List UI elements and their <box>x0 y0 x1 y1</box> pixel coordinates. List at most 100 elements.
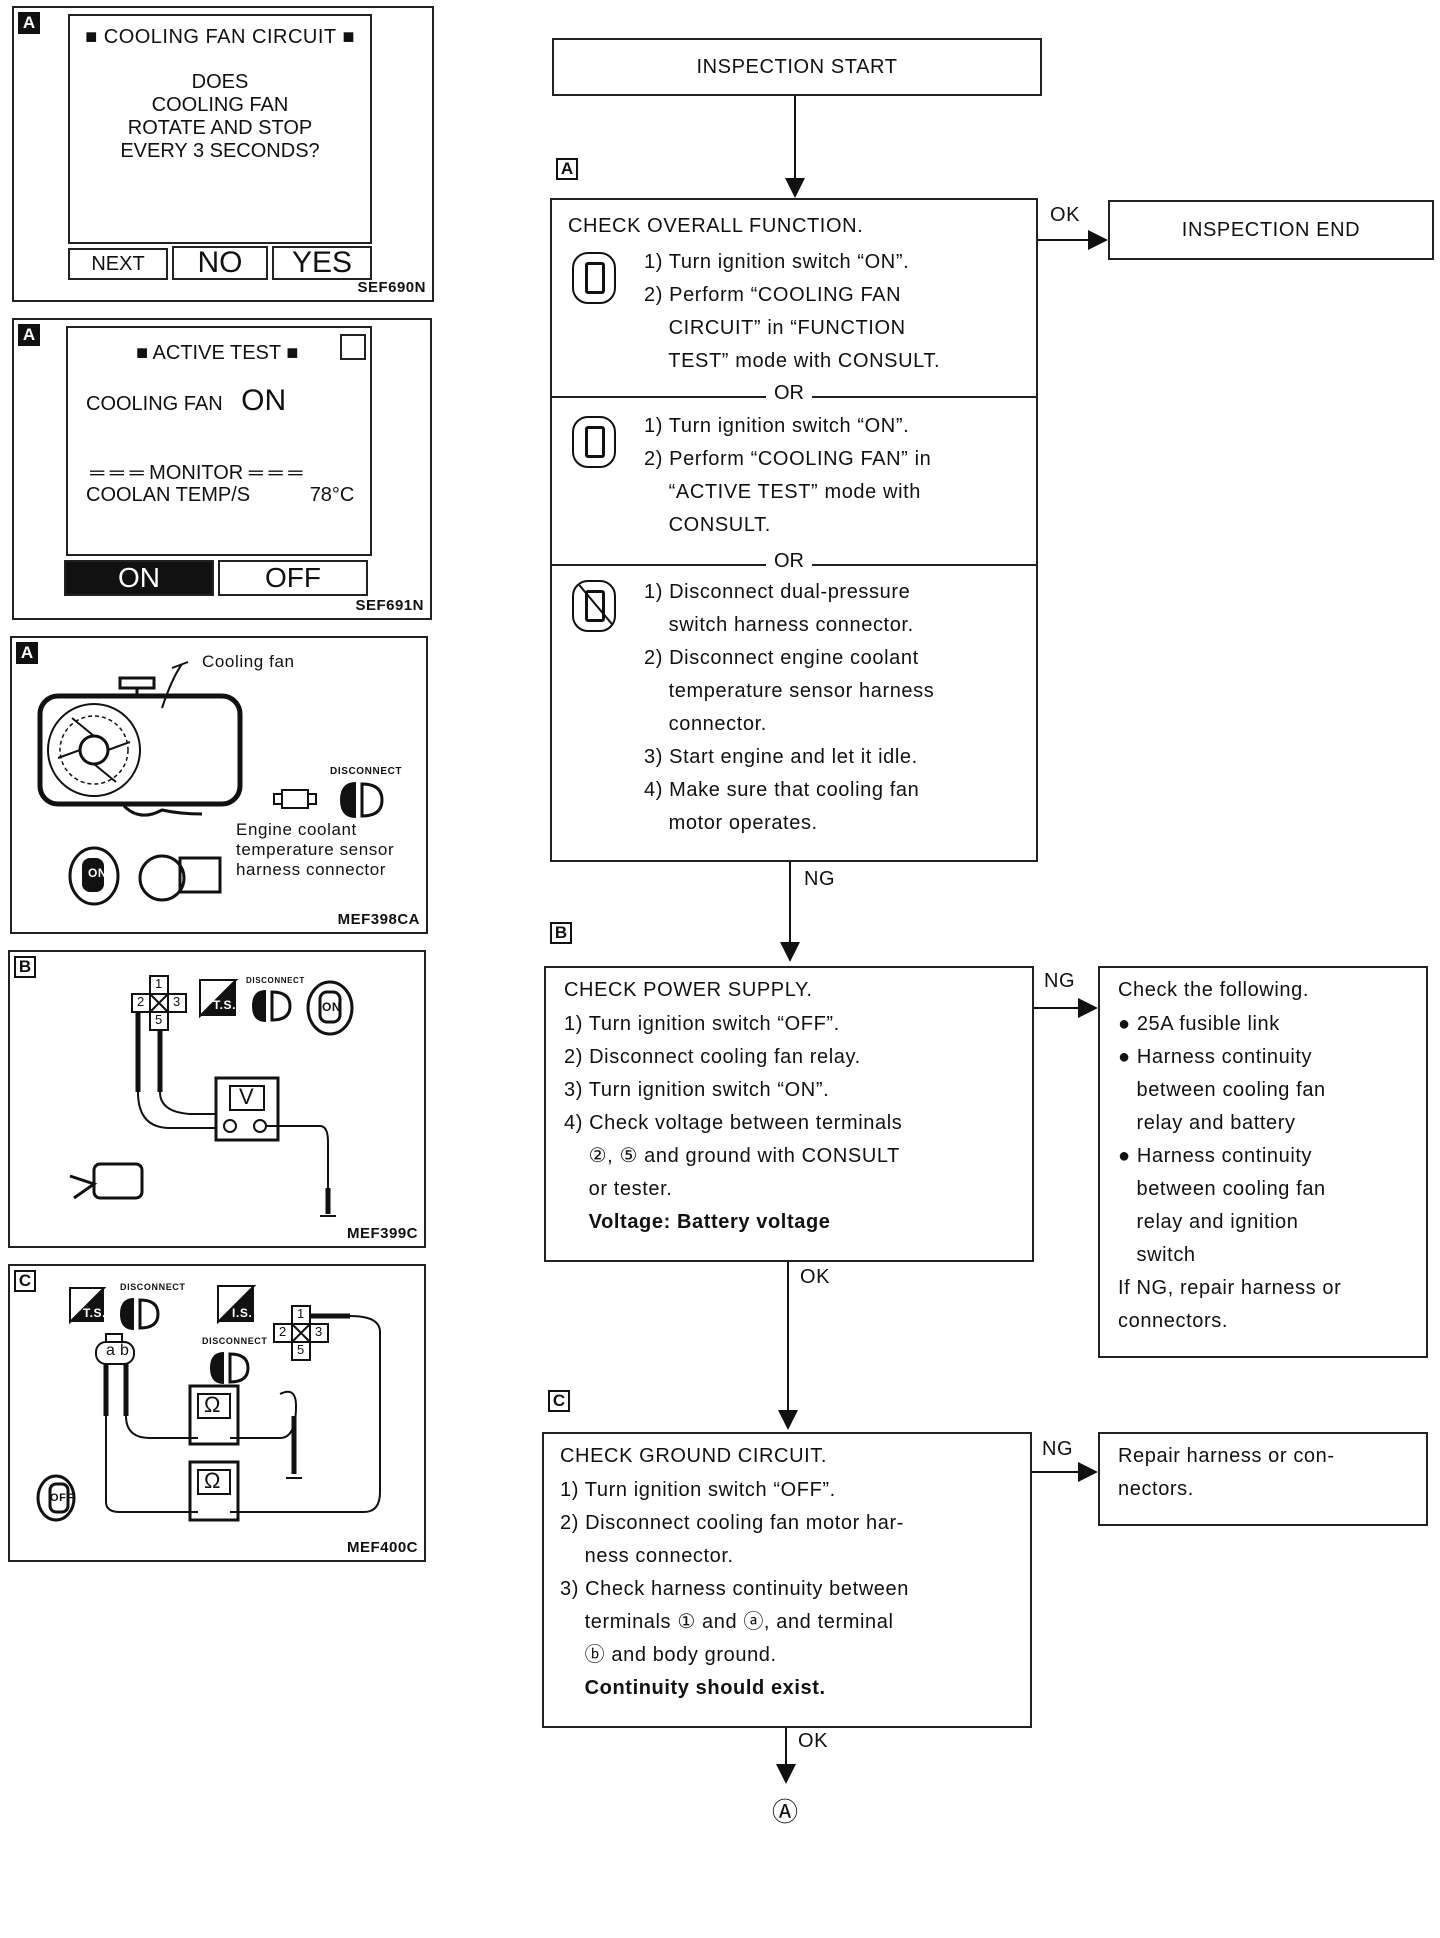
disconnect-label: DISCONNECT <box>120 1282 186 1292</box>
method-2: 1) Turn ignition switch “ON”. 2) Perform… <box>644 415 932 536</box>
terminal-5: 5 <box>297 1342 305 1357</box>
consult-screen-icon <box>585 262 605 294</box>
check-following-list: ● 25A fusible link ● Harness continuity … <box>1118 1013 1342 1332</box>
test-item-value: ON <box>241 384 287 417</box>
square-icon: ■ <box>136 342 149 364</box>
step-tag: B <box>14 956 36 978</box>
monitor-label: ═ ═ ═ MONITOR ═ ═ ═ <box>90 462 303 484</box>
terminal-5: 5 <box>155 1012 163 1027</box>
test-item-label: COOLING FAN <box>86 393 223 415</box>
consult-screen: ■ COOLING FAN CIRCUIT ■ DOES COOLING FAN… <box>68 14 372 244</box>
check-following-title: Check the following. <box>1118 979 1309 1001</box>
sensor-row: COOLAN TEMP/S 78°C <box>86 484 354 507</box>
inspection-start-box: INSPECTION START <box>552 38 1042 96</box>
check-power-steps: 1) Turn ignition switch “OFF”. 2) Discon… <box>564 1008 902 1239</box>
voltage-check-panel: B 1 2 3 5 T.S. DI <box>8 950 426 1248</box>
step-tag: A <box>18 12 40 34</box>
step-tag-b: B <box>550 922 572 944</box>
consult-screen: ■ ACTIVE TEST ■ COOLING FAN ON ═ ═ ═ MON… <box>66 326 372 556</box>
square-icon: ■ <box>286 342 299 364</box>
terminal-3: 3 <box>173 994 181 1009</box>
disconnect-label: DISCONNECT <box>330 766 403 777</box>
or-label: OR <box>766 550 812 573</box>
screen-question: DOES COOLING FAN ROTATE AND STOP EVERY 3… <box>120 71 320 162</box>
no-button[interactable]: NO <box>172 246 268 280</box>
consult-icon <box>572 252 616 304</box>
ng-label: NG <box>804 868 836 890</box>
on-button[interactable]: ON <box>64 560 214 596</box>
check-power-supply-box: CHECK POWER SUPPLY. 1) Turn ignition swi… <box>544 966 1034 1262</box>
ground-check-panel: C <box>8 1264 426 1562</box>
fan-diagram-panel: A Cooling fan DISCONNECT ON Engine coola… <box>10 636 428 934</box>
terminal-1: 1 <box>297 1306 305 1321</box>
check-ground-title: CHECK GROUND CIRCUIT. <box>560 1445 828 1467</box>
connector-note: Engine coolant temperature sensor harnes… <box>236 820 395 879</box>
pin-a: a <box>106 1342 116 1359</box>
sensor-label: COOLAN TEMP/S <box>86 484 251 506</box>
no-consult-icon <box>572 580 616 632</box>
step-tag-c: C <box>548 1390 570 1412</box>
step-tag: C <box>14 1270 36 1292</box>
square-icon: ■ <box>342 26 355 48</box>
key-label: ON <box>322 1000 342 1014</box>
square-icon: ■ <box>85 26 98 48</box>
sensor-value: 78°C <box>309 484 355 506</box>
figure-ref: MEF400C <box>346 1539 418 1556</box>
key-label: ON <box>88 866 108 880</box>
inspection-end-box: INSPECTION END <box>1108 200 1434 260</box>
consult-icon <box>572 416 616 468</box>
continuity-spec: Continuity should exist. <box>560 1677 826 1699</box>
repair-harness-text: Repair harness or con- nectors. <box>1118 1445 1335 1500</box>
figure-ref: SEF691N <box>355 597 424 614</box>
repair-harness-box: Repair harness or con- nectors. <box>1098 1432 1428 1526</box>
check-overall-function-box: CHECK OVERALL FUNCTION. 1) Turn ignition… <box>550 198 1038 862</box>
voltage-check-drawing <box>69 975 354 1217</box>
or-label: OR <box>766 382 812 405</box>
terminal-3: 3 <box>315 1324 323 1339</box>
continue-to-a-symbol: Ⓐ <box>772 1797 799 1827</box>
radiator-fan-drawing <box>37 661 384 906</box>
ts-label: T.S. <box>83 1306 107 1320</box>
terminal-2: 2 <box>137 994 145 1009</box>
check-power-title: CHECK POWER SUPPLY. <box>564 979 813 1001</box>
check-ground-circuit-box: CHECK GROUND CIRCUIT. 1) Turn ignition s… <box>542 1432 1032 1728</box>
key-label: OFF <box>50 1492 74 1504</box>
ohmmeter-label-2: Ω <box>204 1468 222 1493</box>
ng-label: NG <box>1044 970 1076 992</box>
inspection-end-label: INSPECTION END <box>1181 219 1361 241</box>
method-1: 1) Turn ignition switch “ON”. 2) Perform… <box>644 251 941 372</box>
consult-screen-icon <box>585 590 605 622</box>
check-ground-steps: 1) Turn ignition switch “OFF”. 2) Discon… <box>560 1474 909 1705</box>
next-button[interactable]: NEXT <box>68 248 168 280</box>
pin-b: b <box>120 1342 130 1359</box>
terminal-1: 1 <box>155 976 163 991</box>
test-item-row: COOLING FAN ON <box>86 384 286 418</box>
cooling-fan-label: Cooling fan <box>202 652 295 671</box>
consult-active-test-panel: A ■ ACTIVE TEST ■ COOLING FAN ON ═ ═ ═ M… <box>12 318 432 620</box>
check-following-box: Check the following. ● 25A fusible link … <box>1098 966 1428 1358</box>
ground-check-drawing <box>36 1285 381 1522</box>
ts-label: T.S. <box>213 998 237 1012</box>
yes-button[interactable]: YES <box>272 246 372 280</box>
method-3: 1) Disconnect dual-pressure switch harne… <box>644 581 935 834</box>
ok-label: OK <box>798 1730 829 1752</box>
step-tag-a: A <box>556 158 578 180</box>
screen-header: ■ ACTIVE TEST ■ <box>136 342 299 364</box>
step-tag: A <box>16 642 38 664</box>
voltmeter-label: V <box>239 1084 255 1109</box>
figure-ref: SEF690N <box>357 279 426 296</box>
step-tag: A <box>18 324 40 346</box>
checkbox-icon[interactable] <box>340 334 366 360</box>
ok-label: OK <box>1050 204 1081 226</box>
is-label: I.S. <box>232 1306 253 1320</box>
disconnect-label: DISCONNECT <box>246 976 305 985</box>
ng-label: NG <box>1042 1438 1074 1460</box>
off-button[interactable]: OFF <box>218 560 368 596</box>
consult-function-test-panel: A ■ COOLING FAN CIRCUIT ■ DOES COOLING F… <box>12 6 434 302</box>
voltage-spec: Voltage: Battery voltage <box>564 1211 831 1233</box>
figure-ref: MEF398CA <box>337 911 420 928</box>
terminal-2: 2 <box>279 1324 287 1339</box>
inspection-start-label: INSPECTION START <box>696 56 898 78</box>
check-overall-title: CHECK OVERALL FUNCTION. <box>568 215 864 237</box>
figure-ref: MEF399C <box>346 1225 418 1242</box>
